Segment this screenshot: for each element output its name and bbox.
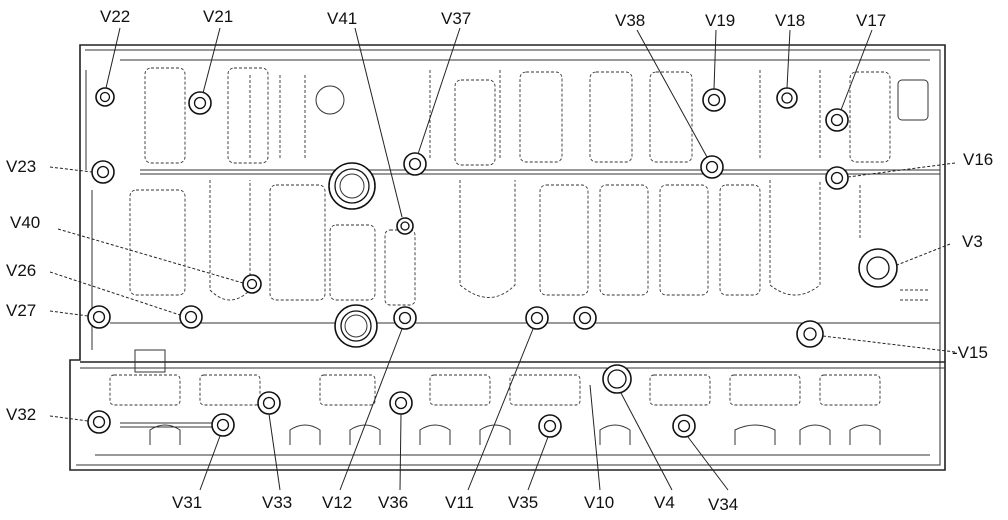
hole-v11 — [525, 306, 549, 330]
label-v3: V3 — [962, 232, 983, 251]
hole-v22 — [95, 87, 115, 107]
hole-v16 — [825, 166, 849, 190]
hole-v23 — [91, 160, 115, 184]
hole-v38 — [700, 155, 724, 179]
label-v37: V37 — [441, 9, 471, 28]
hole-v26 — [179, 305, 203, 329]
label-v15: -V15 — [952, 343, 988, 362]
label-v34: V34 — [708, 495, 738, 514]
label-v26: V26 — [6, 261, 36, 280]
hole-v40 — [242, 274, 262, 294]
valve-holes — [87, 87, 898, 438]
label-v32: V32 — [6, 405, 36, 424]
label-v16: V16 — [963, 150, 993, 169]
hole-v35 — [538, 414, 562, 438]
label-v31: V31 — [172, 493, 202, 512]
label-v36: V36 — [378, 493, 408, 512]
label-v41: V41 — [327, 9, 357, 28]
hole-v34 — [672, 414, 696, 438]
large-bores — [328, 162, 378, 348]
label-v38: V38 — [615, 11, 645, 30]
hole-v21 — [188, 91, 212, 115]
hole-v37 — [403, 152, 427, 176]
label-v21: V21 — [203, 7, 233, 26]
label-v10: V10 — [584, 493, 614, 512]
hole-v17 — [825, 108, 849, 132]
label-v19: V19 — [705, 11, 735, 30]
hole-v41 — [396, 217, 414, 235]
label-v27: V27 — [6, 301, 36, 320]
label-v23: V23 — [6, 157, 36, 176]
label-v17: V17 — [856, 11, 886, 30]
hole-v3 — [858, 248, 898, 288]
label-v12: V12 — [322, 493, 352, 512]
leader-lines — [49, 27, 956, 491]
label-v35: V35 — [508, 493, 538, 512]
hole-v36 — [389, 391, 413, 415]
hole-v19 — [702, 88, 726, 112]
hole-v32 — [87, 410, 111, 434]
hole-v31 — [211, 413, 235, 437]
casting-ribs — [109, 67, 930, 445]
hole-v11b — [573, 306, 597, 330]
hole-v27 — [87, 305, 111, 329]
hole-v12 — [393, 306, 417, 330]
callout-labels: V22 V21 V41 V37 V38 V19 V18 V17 V23 V16 … — [6, 7, 993, 514]
label-v33: V33 — [262, 493, 292, 512]
label-v18: V18 — [775, 11, 805, 30]
hole-v4 — [602, 364, 632, 394]
label-v4: V4 — [654, 493, 675, 512]
hole-v33 — [257, 391, 281, 415]
block-outline — [69, 44, 946, 471]
hole-v18 — [776, 87, 798, 109]
hole-v15 — [796, 320, 824, 348]
label-v40: V40 — [10, 213, 40, 232]
label-v22: V22 — [100, 7, 130, 26]
label-v11: V11 — [445, 493, 474, 512]
